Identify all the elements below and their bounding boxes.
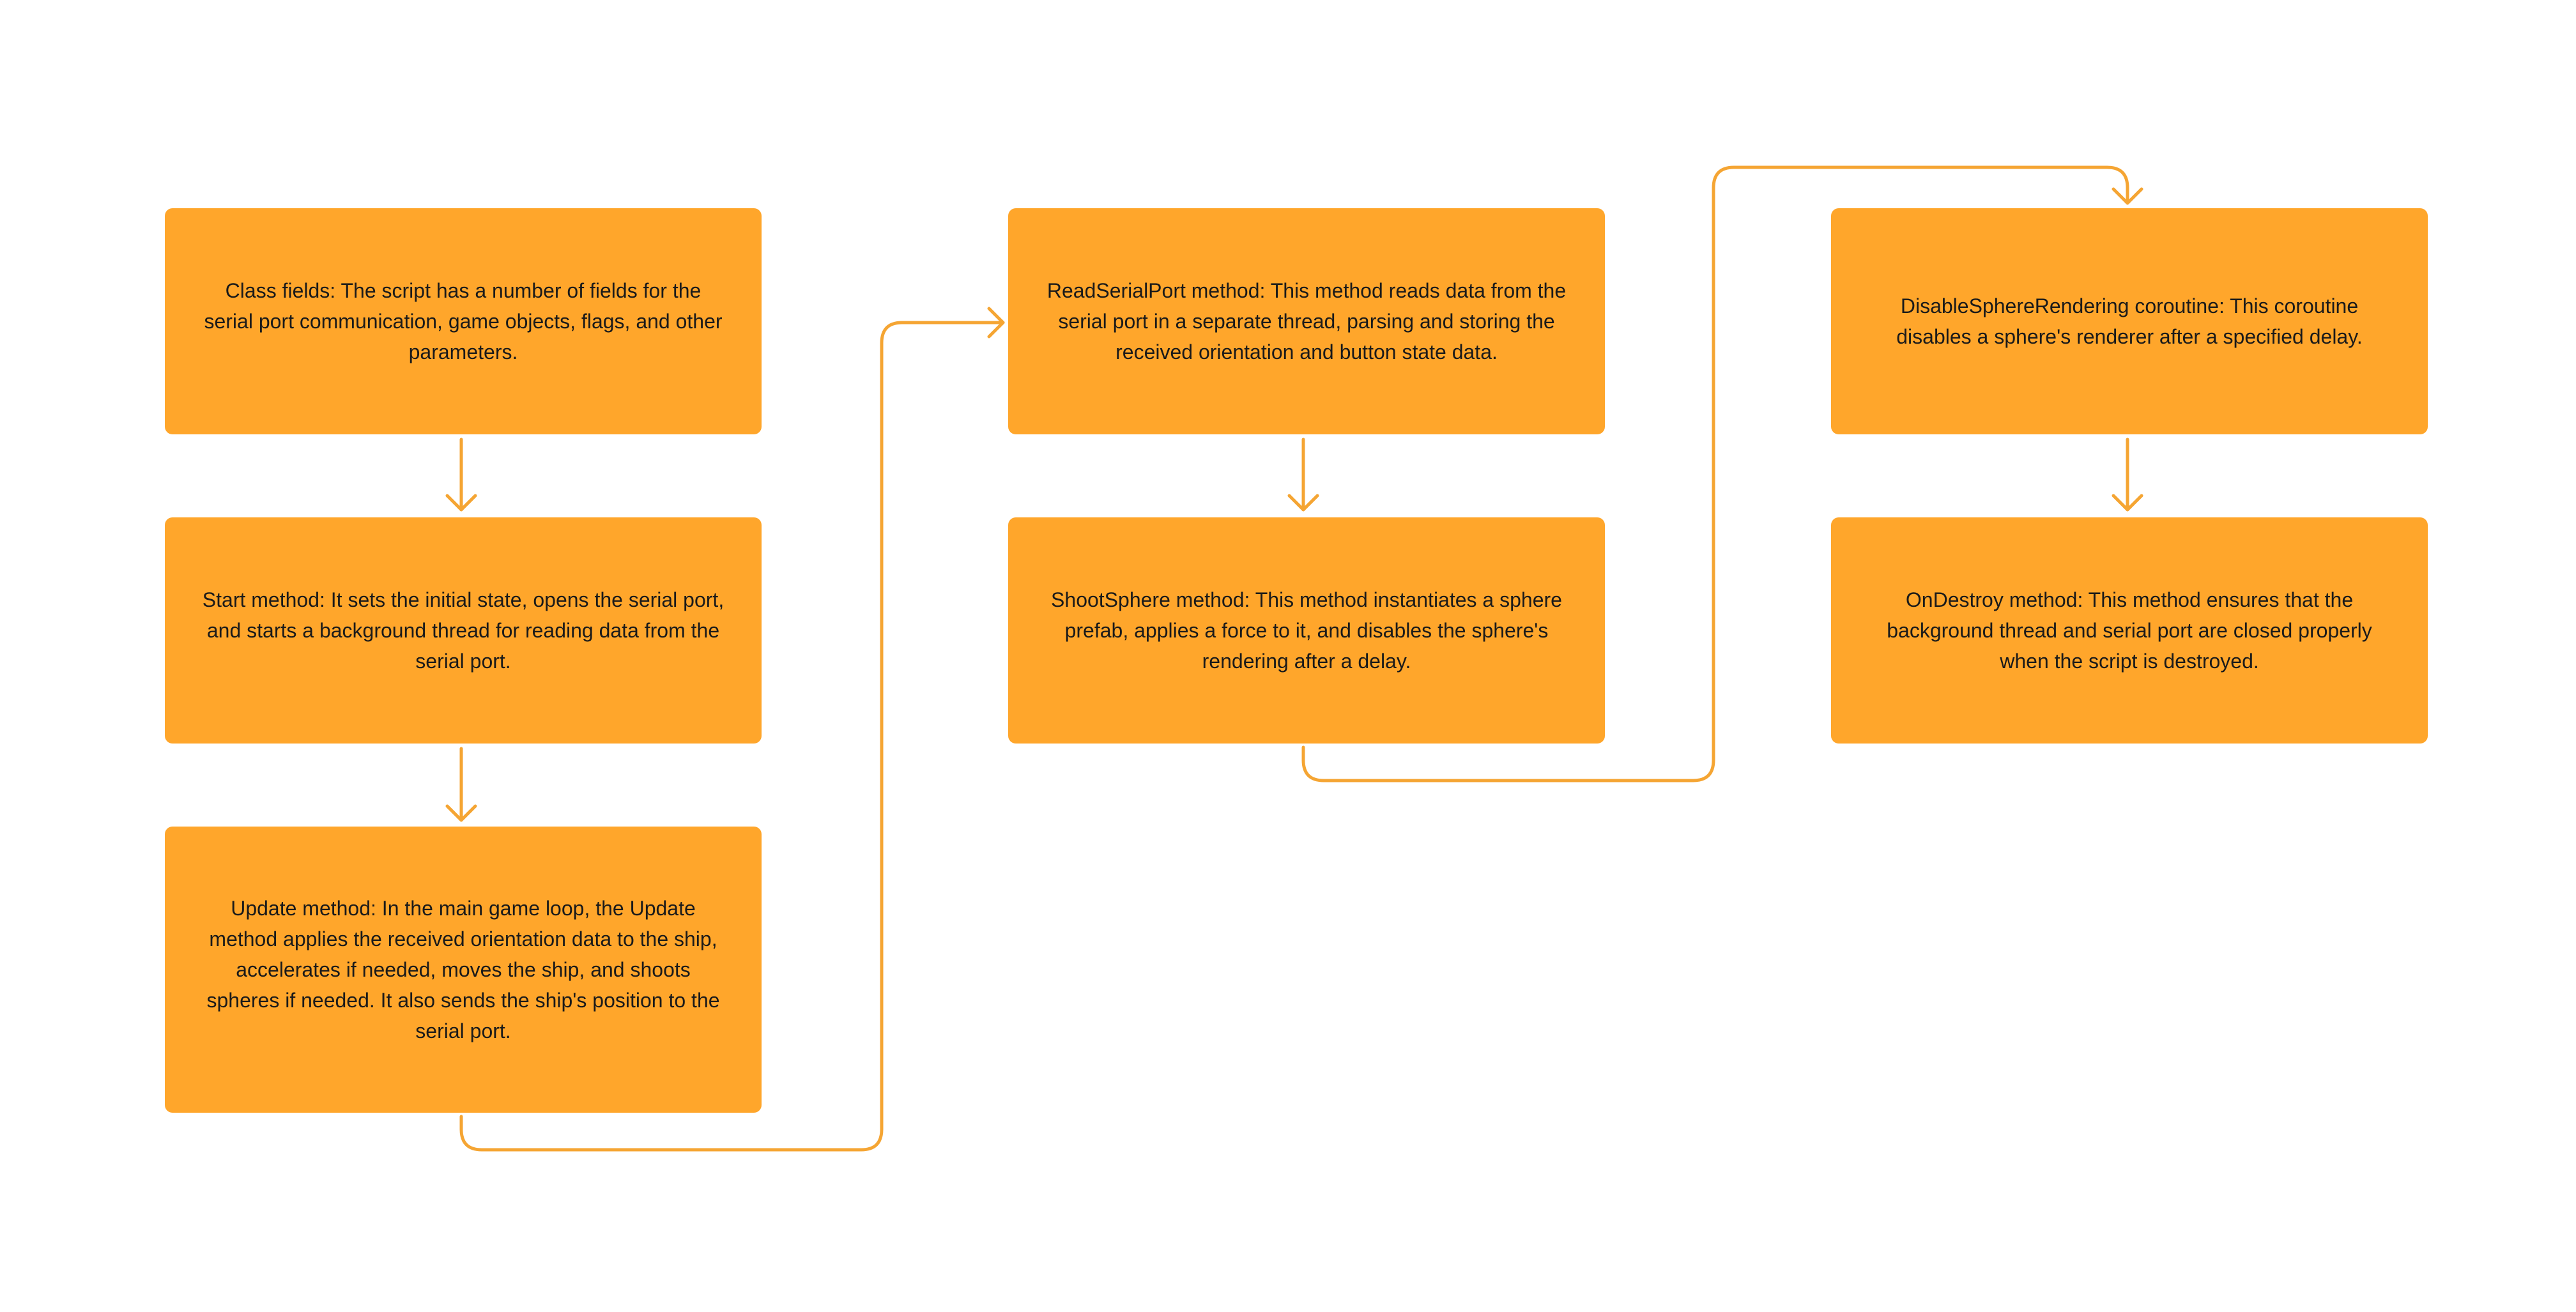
connector-class-fields-to-start — [445, 438, 477, 512]
node-on-destroy-method: OnDestroy method: This method ensures th… — [1831, 517, 2428, 744]
node-class-fields-text: Class fields: The script has a number of… — [204, 279, 723, 363]
node-shoot-sphere-method: ShootSphere method: This method instanti… — [1008, 517, 1605, 744]
node-update-method-text: Update method: In the main game loop, th… — [206, 897, 720, 1042]
node-on-destroy-method-text: OnDestroy method: This method ensures th… — [1887, 588, 2372, 673]
node-update-method: Update method: In the main game loop, th… — [165, 827, 762, 1113]
node-start-method: Start method: It sets the initial state,… — [165, 517, 762, 744]
connector-shoot-sphere-to-disable-sphere-rendering — [1301, 165, 2143, 782]
node-disable-sphere-rendering-coroutine: DisableSphereRendering coroutine: This c… — [1831, 208, 2428, 434]
connector-read-serial-port-to-shoot-sphere — [1287, 438, 1319, 512]
node-class-fields: Class fields: The script has a number of… — [165, 208, 762, 434]
node-read-serial-port-method: ReadSerialPort method: This method reads… — [1008, 208, 1605, 434]
node-disable-sphere-rendering-coroutine-text: DisableSphereRendering coroutine: This c… — [1896, 294, 2363, 348]
node-start-method-text: Start method: It sets the initial state,… — [202, 588, 724, 673]
node-shoot-sphere-method-text: ShootSphere method: This method instanti… — [1051, 588, 1562, 673]
connector-update-to-read-serial-port — [459, 307, 1005, 1152]
connector-start-to-update — [445, 747, 477, 822]
connector-disable-sphere-rendering-to-on-destroy — [2112, 438, 2143, 512]
node-read-serial-port-method-text: ReadSerialPort method: This method reads… — [1046, 279, 1567, 363]
